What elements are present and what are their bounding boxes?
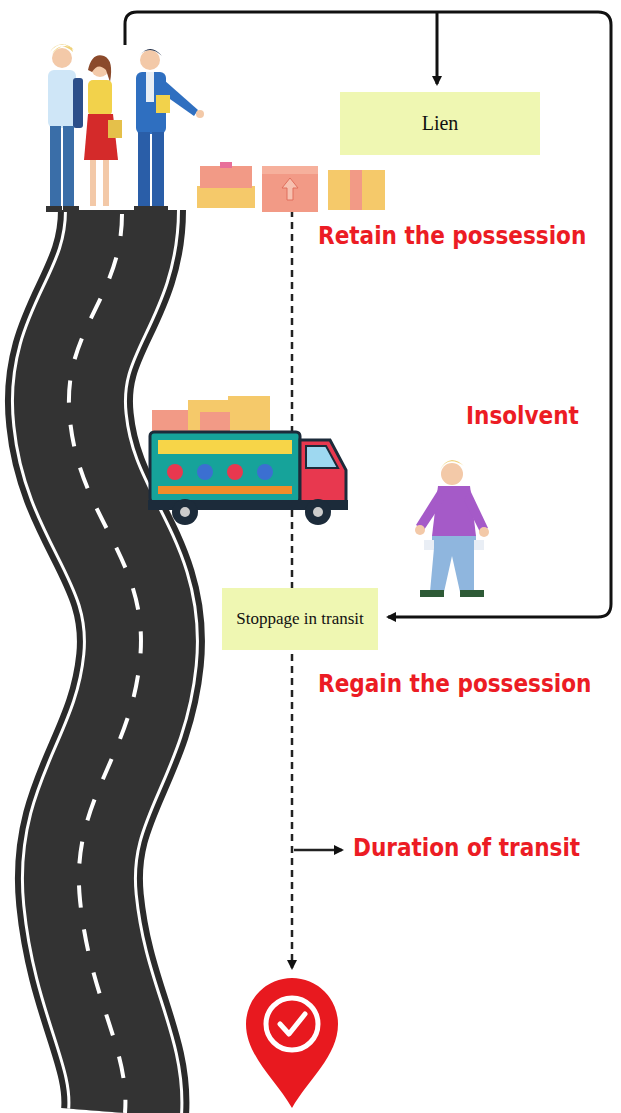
annotation-label: Regain the possession bbox=[318, 670, 591, 698]
annotation-label: Insolvent bbox=[466, 402, 579, 430]
annotation-label: Retain the possession bbox=[318, 222, 586, 250]
annotation-label: Duration of transit bbox=[353, 834, 580, 862]
concept-box: Lien bbox=[340, 92, 540, 155]
people bbox=[46, 44, 204, 212]
destination-pin bbox=[246, 978, 338, 1108]
insolvent-person bbox=[415, 460, 489, 597]
transit-line bbox=[292, 186, 342, 968]
road bbox=[69, 210, 141, 1113]
goods-boxes bbox=[197, 162, 385, 212]
truck bbox=[148, 396, 348, 525]
concept-box: Stoppage in transit bbox=[222, 588, 378, 650]
flow-lines bbox=[125, 12, 611, 617]
node-text: Stoppage in transit bbox=[236, 608, 363, 629]
node-text: Lien bbox=[422, 111, 459, 136]
